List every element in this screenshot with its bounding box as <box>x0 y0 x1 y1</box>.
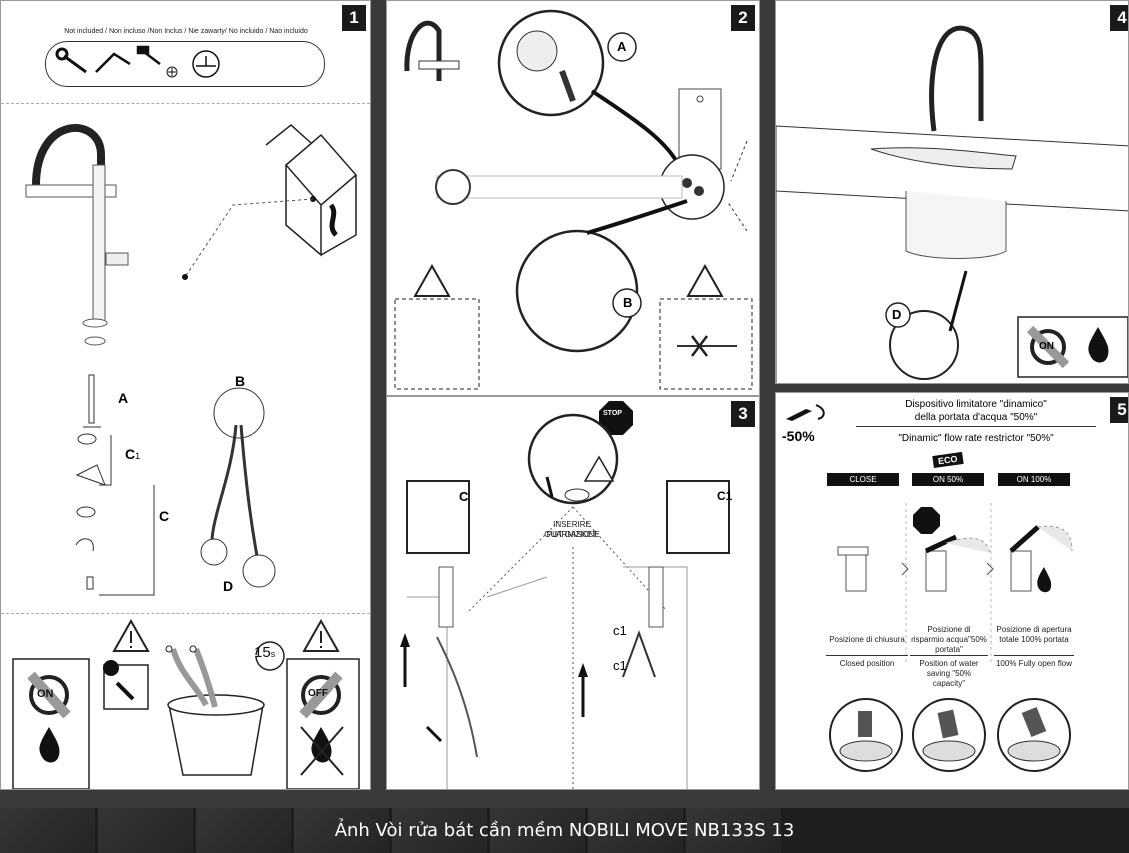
spout-flow-icon <box>786 404 825 421</box>
save-position-en: Position of water saving "50% capacity" <box>910 655 988 689</box>
stop-sign-icon <box>599 401 633 435</box>
restrictor-title-it-2: della portata d'acqua "50%" <box>856 412 1096 427</box>
panel-number: 1 <box>342 5 366 31</box>
on100-header: ON 100% <box>998 473 1070 486</box>
off-label: OFF <box>308 688 328 699</box>
panel-3: 3 C C1 STOP INSERIRE GUARNIZIONE <box>386 396 760 790</box>
cartridge-detail-illustration <box>829 698 1071 772</box>
stop-label: STOP <box>603 410 622 417</box>
close-header: CLOSE <box>827 473 899 486</box>
panel-number: 2 <box>731 5 755 31</box>
label-c: C <box>459 489 469 504</box>
lever-positions-illustration <box>837 503 1073 663</box>
close-position-it: Posizione di chiusura <box>829 635 905 644</box>
percent-label: -50% <box>782 428 815 444</box>
instruction-sheet: 1 Not included / Non incluso /Non Inclus… <box>0 0 1129 808</box>
flushing-step-illustration <box>12 618 360 789</box>
sink-installation-illustration <box>776 25 1128 383</box>
thumbnail[interactable] <box>392 808 487 853</box>
tools-box <box>45 41 325 87</box>
thumbnail[interactable] <box>294 808 389 853</box>
panel-number: 3 <box>731 401 755 427</box>
warning-triangle-icon <box>583 455 615 482</box>
not-included-note: Not included / Non incluso /Non Inclus /… <box>64 28 308 35</box>
label-c1: C1 <box>717 489 733 503</box>
restrictor-title-it-1: Dispositivo limitatore "dinamico" <box>905 399 1047 410</box>
wrench-icon <box>55 47 87 74</box>
faucet-body <box>92 164 106 326</box>
panel-5: 5 -50% Dispositivo limitatore "dinamico"… <box>775 392 1129 790</box>
c1-label-bottom: c1 <box>613 658 627 673</box>
eco-badge: ECO <box>932 452 964 468</box>
hose-connection-illustration <box>394 9 753 390</box>
thumbnail[interactable] <box>0 808 95 853</box>
caption-bar: Ảnh Vòi rửa bát cần mềm NOBILI MOVE NB13… <box>0 808 1129 853</box>
hose-zoom-circle <box>213 387 265 439</box>
label-d: D <box>223 578 234 594</box>
save-position-it: Posizione di risparmio acqua"50% portata… <box>911 625 987 654</box>
gasket-installation-illustration <box>400 401 730 789</box>
on-label: ON <box>37 688 54 700</box>
panel-2: 2 A B <box>386 0 760 396</box>
timer-value: 15s <box>254 644 276 661</box>
panel-1: 1 Not included / Non incluso /Non Inclus… <box>0 0 371 790</box>
thumbnail[interactable] <box>98 808 193 853</box>
thumbnail-strip <box>0 808 784 853</box>
timer-icon <box>255 641 285 671</box>
label-a: A <box>118 390 129 406</box>
stop-sign-icon <box>913 507 940 534</box>
open-position-it: Posizione di apertura totale 100% portat… <box>996 625 1072 644</box>
thumbnail[interactable] <box>686 808 781 853</box>
screwdriver-icon <box>136 45 178 78</box>
on50-header: ON 50% <box>912 473 984 486</box>
panel-4: 4 D ON <box>775 0 1129 384</box>
close-position-en: Closed position <box>826 655 908 669</box>
panel-number: 4 <box>1110 5 1128 31</box>
faucet-spout <box>32 123 105 225</box>
label-a: A <box>617 39 627 54</box>
level-icon <box>192 50 220 78</box>
thumbnail[interactable] <box>490 808 585 853</box>
gasket-note-en: PUT GASKET <box>546 530 598 539</box>
label-b: B <box>235 373 246 389</box>
on-label: ON <box>1039 341 1054 352</box>
tools-icons <box>55 45 220 78</box>
box-illustration <box>284 133 358 257</box>
image-caption: Ảnh Vòi rửa bát cần mềm NOBILI MOVE NB13… <box>334 820 795 841</box>
c1-label-top: c1 <box>613 623 627 638</box>
flow-reduction-badge: -50% <box>782 401 834 445</box>
allen-key-icon <box>95 52 131 73</box>
thumbnail[interactable] <box>588 808 683 853</box>
warning-triangle-icon <box>413 263 451 297</box>
part-a-rod <box>88 374 95 424</box>
open-position-en: 100% Fully open flow <box>994 655 1074 669</box>
zoom-circle-b <box>515 229 639 353</box>
label-b: B <box>623 295 633 310</box>
panel-number: 5 <box>1110 397 1128 423</box>
warning-triangle-icon <box>686 263 724 297</box>
faucet-contents-illustration <box>25 123 358 596</box>
restrictor-title-en: "Dinamic" flow rate restrictor "50%" <box>898 433 1054 444</box>
gasket-note-it: INSERIRE GUARNIZIONE <box>544 520 600 539</box>
label-d: D <box>892 307 902 322</box>
label-c1: C1 <box>125 446 141 462</box>
label-c: C <box>159 508 170 524</box>
thumbnail[interactable] <box>196 808 291 853</box>
